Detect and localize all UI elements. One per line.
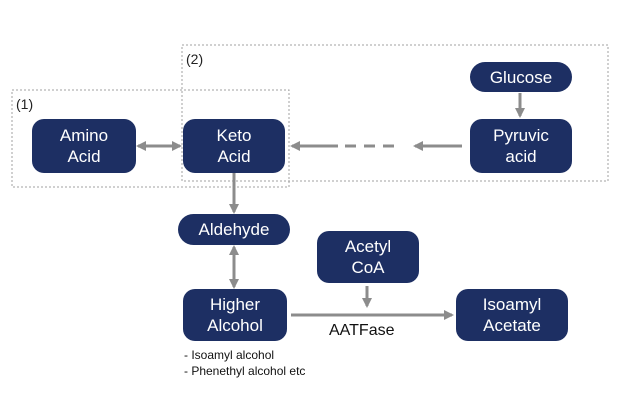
region-1-box (11, 89, 290, 188)
node-amino-acid: Amino Acid (32, 119, 136, 173)
region-2-label: (2) (186, 51, 204, 67)
node-acetyl-coa-line2: CoA (351, 258, 385, 277)
node-acetyl-coa: Acetyl CoA (317, 231, 419, 283)
higher-alcohol-notes: - Isoamyl alcohol - Phenethyl alcohol et… (184, 347, 305, 379)
region-2-box (181, 44, 609, 182)
note-phenethyl-alcohol: - Phenethyl alcohol etc (184, 364, 306, 378)
node-keto-acid-line1: Keto (216, 126, 252, 145)
node-pyruvic-acid-line2: acid (505, 147, 537, 166)
node-aldehyde: Aldehyde (178, 214, 290, 245)
node-isoamyl-acetate-line1: Isoamyl (482, 295, 542, 314)
node-amino-acid-line1: Amino (59, 126, 109, 145)
node-keto-acid: Keto Acid (183, 119, 285, 173)
node-aldehyde-line1: Aldehyde (198, 220, 270, 239)
node-pyruvic-acid-line1: Pyruvic (493, 126, 549, 145)
node-glucose: Glucose (470, 62, 572, 92)
node-higher-alcohol: Higher Alcohol (183, 289, 287, 341)
node-higher-alcohol-line1: Higher (209, 295, 261, 314)
node-keto-acid-line2: Acid (217, 147, 251, 166)
edge-label-aatfase: AATFase (329, 322, 395, 339)
node-isoamyl-acetate-line2: Acetate (483, 316, 541, 335)
note-isoamyl-alcohol: - Isoamyl alcohol (184, 348, 275, 362)
node-glucose-line1: Glucose (489, 67, 553, 87)
node-pyruvic-acid: Pyruvic acid (470, 119, 572, 173)
node-amino-acid-line2: Acid (67, 147, 101, 166)
node-isoamyl-acetate: Isoamyl Acetate (456, 289, 568, 341)
node-acetyl-coa-line1: Acetyl (344, 237, 392, 256)
region-1-label: (1) (16, 96, 34, 112)
node-higher-alcohol-line2: Alcohol (207, 316, 263, 335)
